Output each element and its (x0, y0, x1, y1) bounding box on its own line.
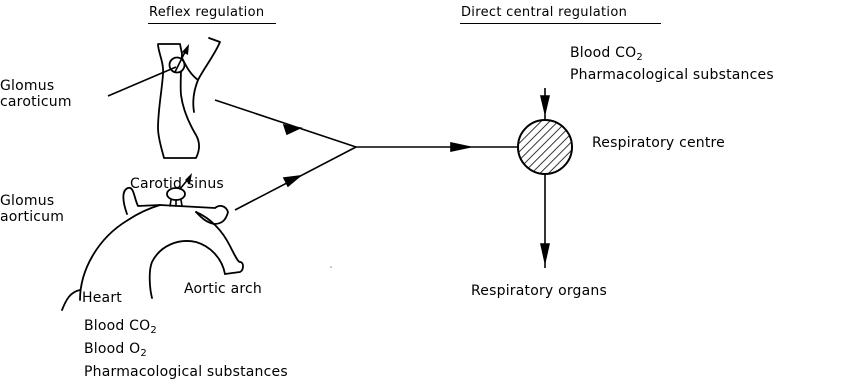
central-pharma-label: Pharmacological substances (570, 67, 774, 83)
respiratory-centre-label: Respiratory centre (592, 135, 725, 151)
reflex-regulation-header: Reflex regulation (149, 5, 265, 20)
carotid-arrowhead (282, 123, 303, 136)
aortic-arch-label: Aortic arch (184, 281, 262, 297)
reflex-o2-subscript: 2 (140, 348, 147, 359)
glomus-caroticum-label-line2: caroticum (0, 94, 72, 110)
carotid-sinus-drawing (157, 37, 221, 159)
central-blood-co2-label: Blood CO2 (570, 45, 643, 63)
central-pathway (539, 88, 551, 268)
reflex-blood-o2-word: Blood (84, 341, 125, 357)
aortic-arrowhead (282, 174, 303, 188)
central-co2-formula: CO (615, 45, 637, 61)
reflex-pharma-label: Pharmacological substances (84, 364, 288, 380)
stray-dot (330, 266, 332, 268)
direct-central-regulation-header: Direct central regulation (461, 5, 628, 20)
respiratory-organs-label: Respiratory organs (471, 283, 607, 299)
reflex-blood-co2-word: Blood (84, 318, 125, 334)
aortic-arch-drawing (61, 173, 244, 311)
central-header-underline (460, 23, 661, 24)
reflex-o2-formula: O (129, 341, 141, 357)
reflex-blood-o2-label: Blood O2 (84, 341, 147, 359)
reflex-co2-formula: CO (129, 318, 151, 334)
centre-arrowhead (450, 142, 471, 152)
respiratory-centre-circle (517, 119, 573, 175)
glomus-aorticum-label-line2: aorticum (0, 209, 65, 225)
reflex-header-underline (148, 23, 276, 24)
input-arrowhead (539, 95, 551, 114)
heart-label: Heart (82, 290, 122, 306)
reflex-blood-co2-label: Blood CO2 (84, 318, 157, 336)
glomus-caroticum-label-line1: Glomus (0, 78, 55, 94)
reflex-co2-subscript: 2 (150, 325, 157, 336)
central-blood-co2-word: Blood (570, 45, 611, 61)
central-co2-subscript: 2 (636, 52, 643, 63)
glomus-caroticum-pointer (107, 66, 177, 97)
carotid-sinus-label: Carotid sinus (130, 176, 224, 192)
glomus-aorticum-label-line1: Glomus (0, 193, 55, 209)
output-arrowhead (540, 243, 550, 263)
reflex-pathway (214, 99, 519, 211)
